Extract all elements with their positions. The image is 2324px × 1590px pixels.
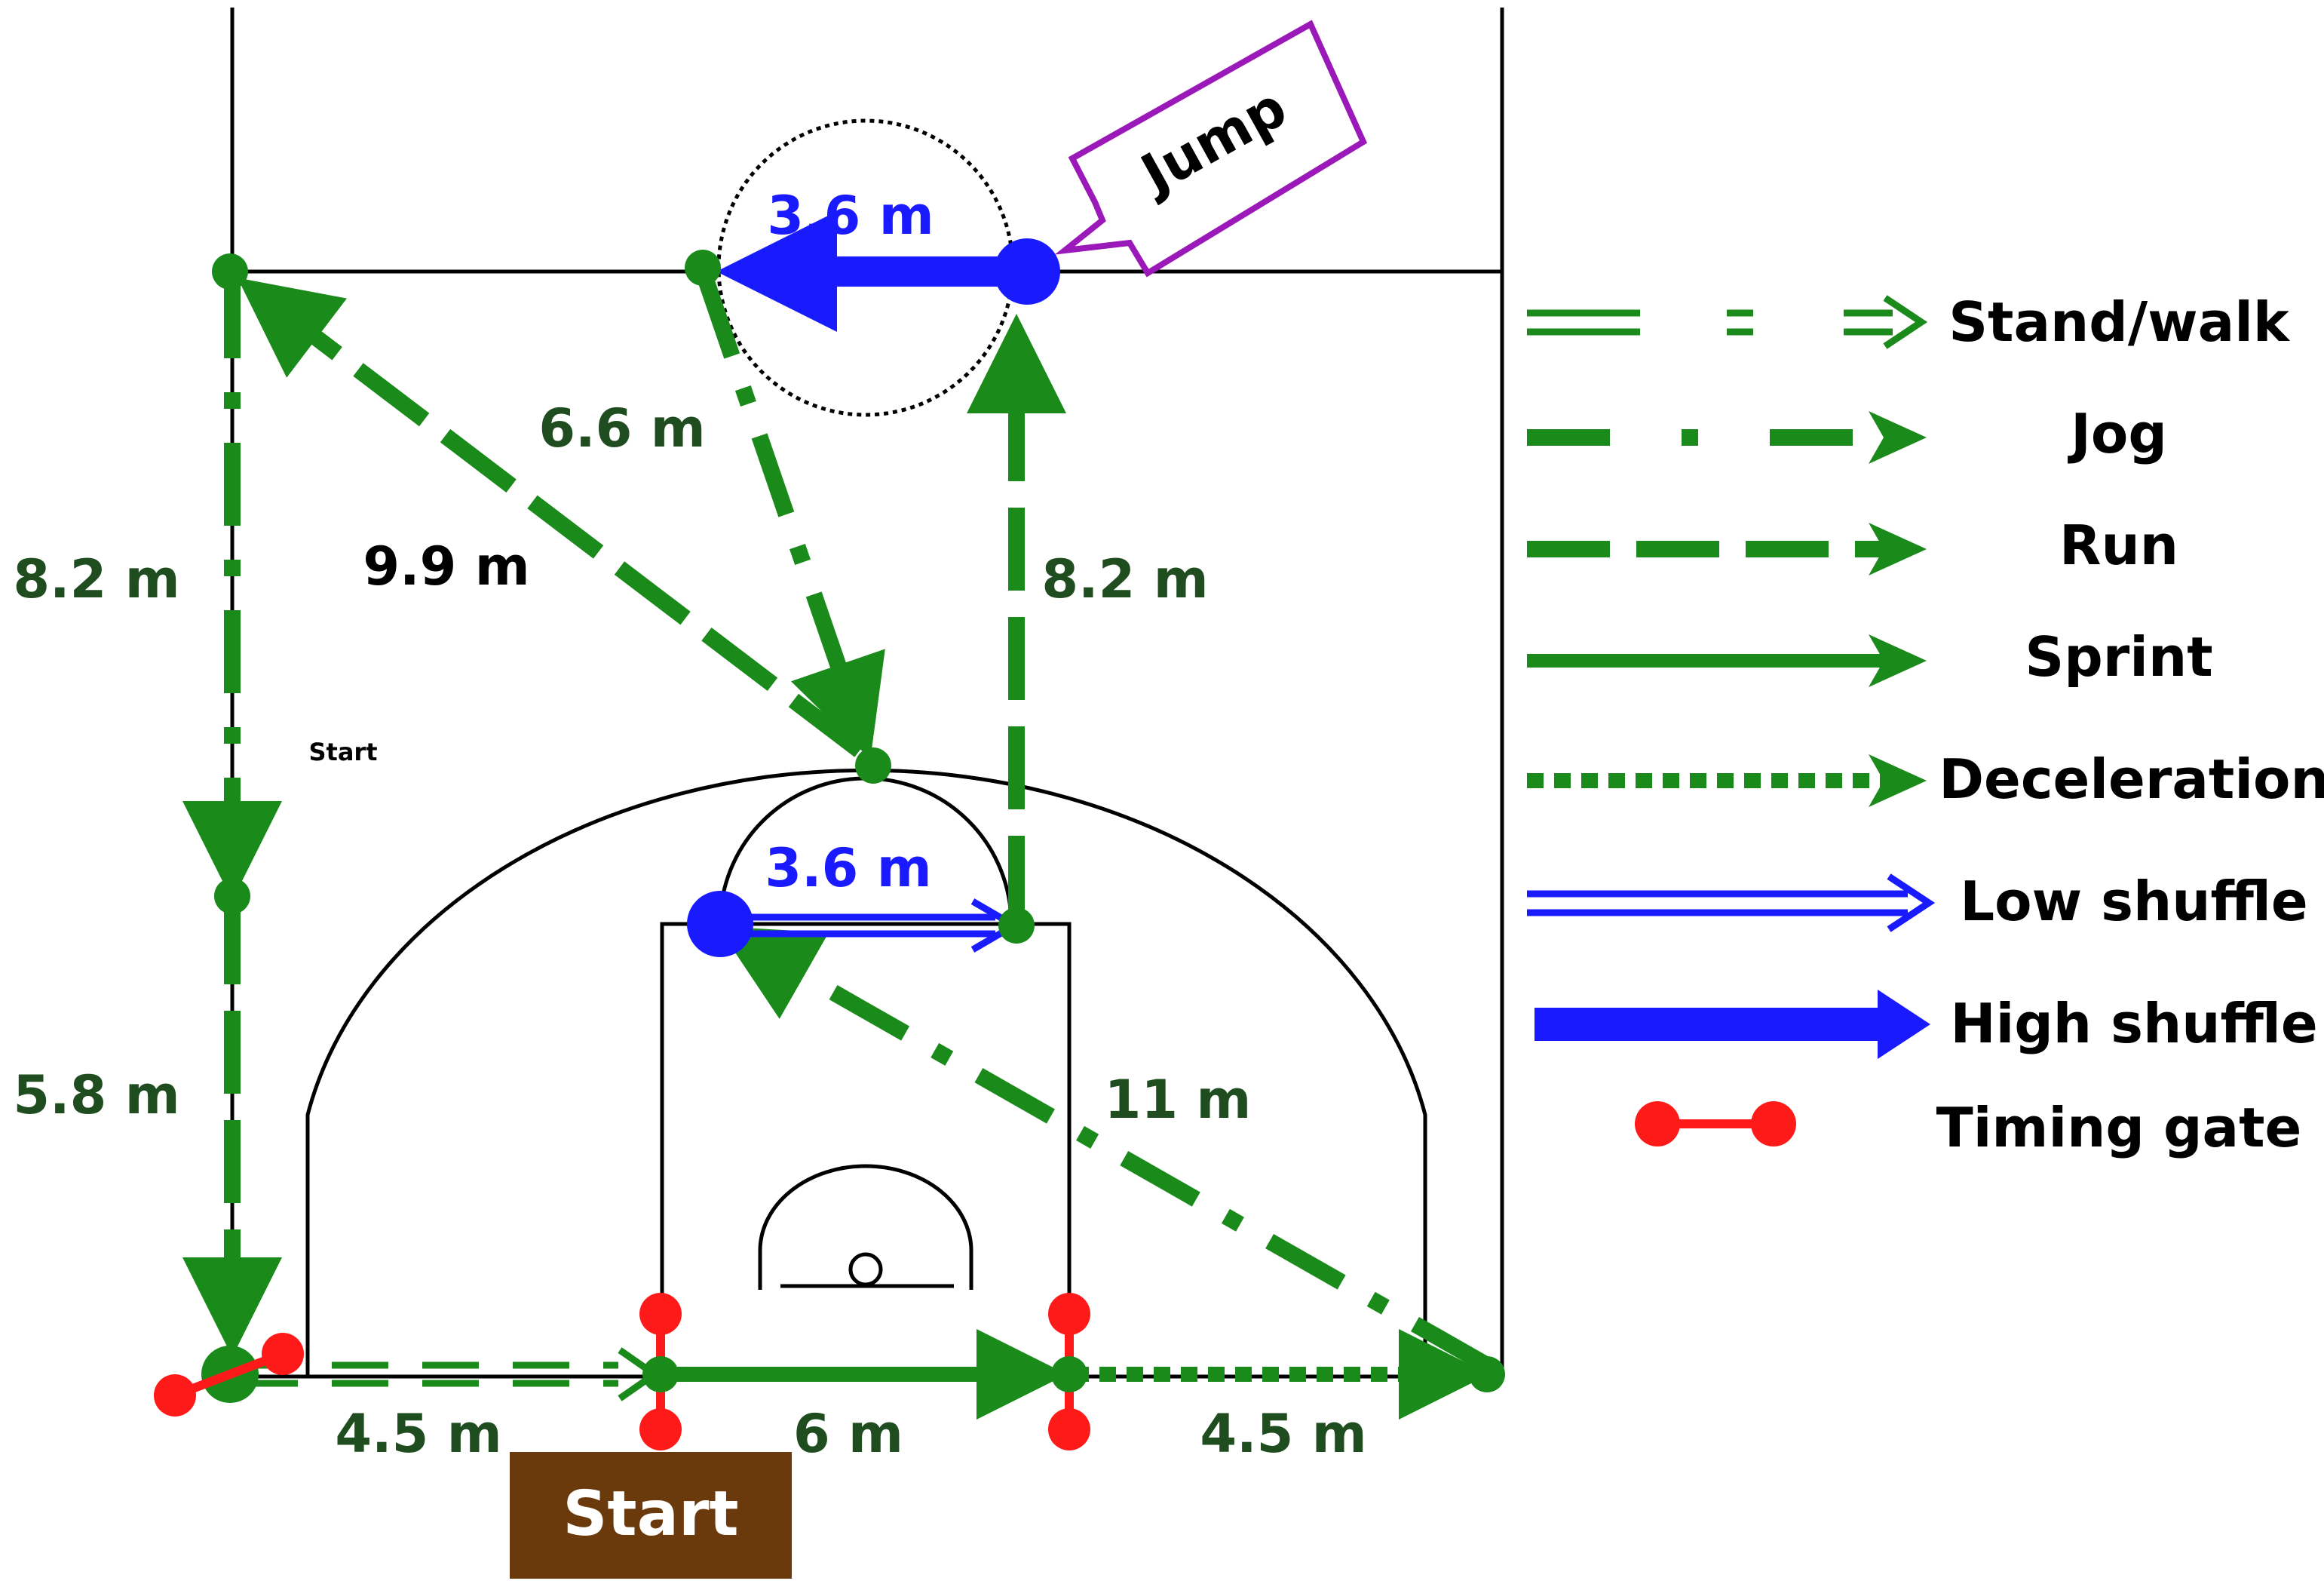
start-box-label: Start <box>563 1478 738 1550</box>
node-top-left <box>212 253 248 290</box>
node-free-throw <box>855 747 891 784</box>
node-left-mid <box>214 878 250 914</box>
node-right-baseline <box>1469 1356 1505 1392</box>
distance-low-shuffle: 3.6 m <box>765 837 931 899</box>
node-low-shuffle-end <box>998 907 1035 944</box>
distance-baseline-left: 4.5 m <box>335 1403 501 1465</box>
distance-jog-free-throw: 6.6 m <box>538 398 705 459</box>
legend-deceleration: Deceleration <box>1527 747 2324 811</box>
free-throw-lane <box>660 922 1072 1379</box>
timing-gate-right <box>1048 1293 1090 1450</box>
start-small-label: Start <box>308 738 377 766</box>
timing-gates <box>154 1293 1090 1450</box>
timing-gate-left <box>154 1333 304 1417</box>
node-high-shuffle-start <box>994 238 1060 305</box>
legend-label-deceleration: Deceleration <box>1939 747 2324 811</box>
basket-rim <box>848 1252 883 1287</box>
movement-paths <box>182 211 1492 1420</box>
distance-baseline-right: 4.5 m <box>1200 1403 1366 1465</box>
legend-label-timing-gate: Timing gate <box>1936 1096 2302 1159</box>
legend-sprint: Sprint <box>1527 625 2213 689</box>
start-box: Start <box>510 1452 792 1579</box>
legend-label-run: Run <box>2059 514 2178 577</box>
legend-low-shuffle: Low shuffle <box>1527 870 2308 933</box>
legend-label-stand-walk: Stand/walk <box>1948 290 2291 354</box>
legend-timing-gate: Timing gate <box>1635 1096 2301 1159</box>
path-jog-diagonal <box>717 926 1492 1373</box>
distance-diagonal-jog: 11 m <box>1105 1069 1252 1131</box>
start-box-rect <box>510 1452 792 1579</box>
legend-run: Run <box>1527 514 2178 577</box>
restricted-area-arc <box>758 1164 973 1290</box>
node-low-shuffle-start <box>687 891 753 957</box>
timing-gate-middle <box>639 1293 682 1450</box>
distance-top-shuffle: 3.6 m <box>767 185 934 247</box>
distance-labels: 3.6 m 6.6 m 9.9 m 8.2 m 8.2 m 5.8 m 3.6 … <box>13 185 1366 1465</box>
path-run-diagonal <box>237 278 865 757</box>
legend: Stand/walk Jog Run Sprint Deceleration L… <box>1527 290 2324 1159</box>
distance-left-upper: 8.2 m <box>13 548 179 610</box>
distance-right-upper: 8.2 m <box>1041 548 1208 610</box>
distance-baseline-mid: 6 m <box>793 1403 903 1465</box>
legend-jog: Jog <box>1527 402 2167 465</box>
legend-label-high-shuffle: High shuffle <box>1950 992 2317 1055</box>
path-nodes <box>201 238 1505 1403</box>
distance-diagonal-run: 9.9 m <box>363 536 529 597</box>
legend-label-jog: Jog <box>2067 402 2167 465</box>
jump-callout: Jump <box>1054 20 1368 278</box>
node-half-court <box>685 250 721 286</box>
legend-label-low-shuffle: Low shuffle <box>1960 870 2308 933</box>
distance-left-lower: 5.8 m <box>13 1064 179 1126</box>
legend-label-sprint: Sprint <box>2025 625 2212 689</box>
jump-callout-box <box>1054 20 1368 278</box>
legend-stand-walk: Stand/walk <box>1527 290 2291 354</box>
legend-high-shuffle: High shuffle <box>1535 990 2318 1059</box>
path-jog-to-free-throw <box>697 275 885 760</box>
